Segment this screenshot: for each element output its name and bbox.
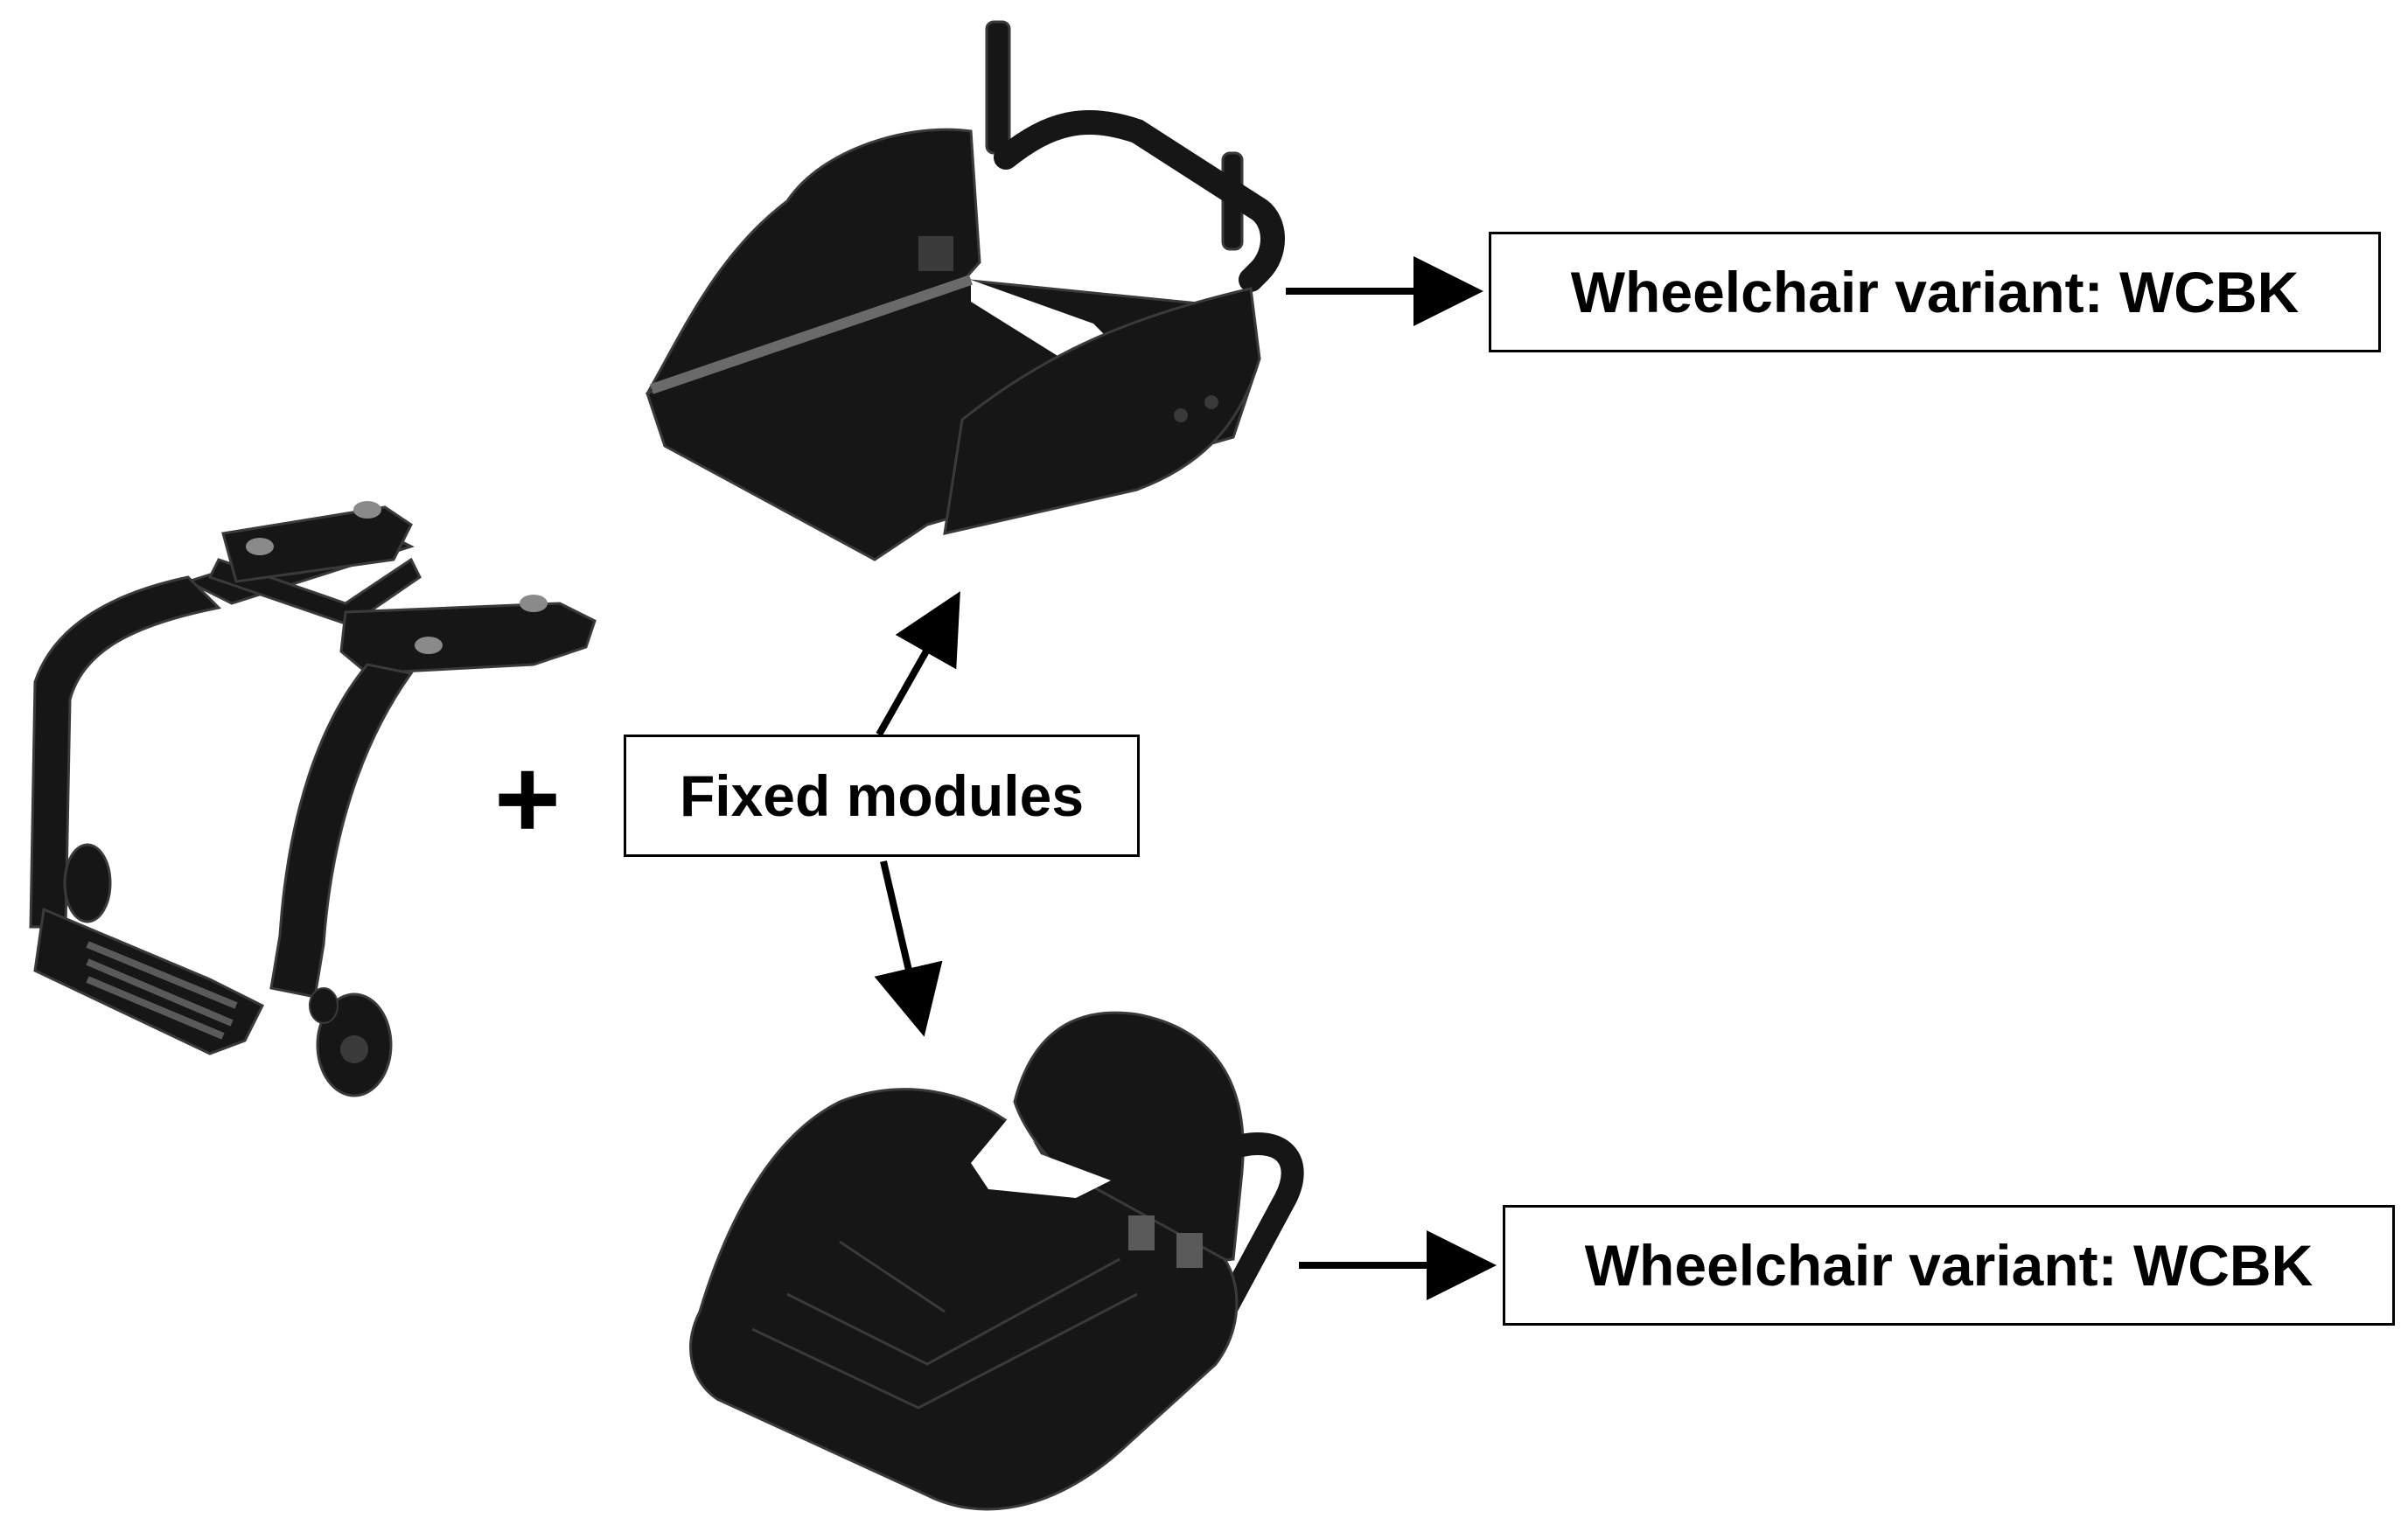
fixed-modules-label: Fixed modules: [624, 735, 1140, 857]
plus-sign: +: [494, 735, 561, 862]
wheelchair-frame-icon: [29, 501, 597, 1097]
fixed-modules-text: Fixed modules: [679, 763, 1085, 828]
variant-label-top: Wheelchair variant: WCBK: [1489, 232, 2381, 352]
variant-label-bottom-text: Wheelchair variant: WCBK: [1584, 1233, 2314, 1298]
variant-label-bottom: Wheelchair variant: WCBK: [1503, 1205, 2395, 1326]
arrow-to-top-module: [876, 591, 960, 736]
variant-label-top-text: Wheelchair variant: WCBK: [1570, 260, 2300, 324]
seat-with-armrests-icon: [646, 20, 1285, 561]
arrow-to-bottom-module: [874, 860, 943, 1037]
bucket-seat-with-backrest-icon: [689, 1011, 1304, 1511]
